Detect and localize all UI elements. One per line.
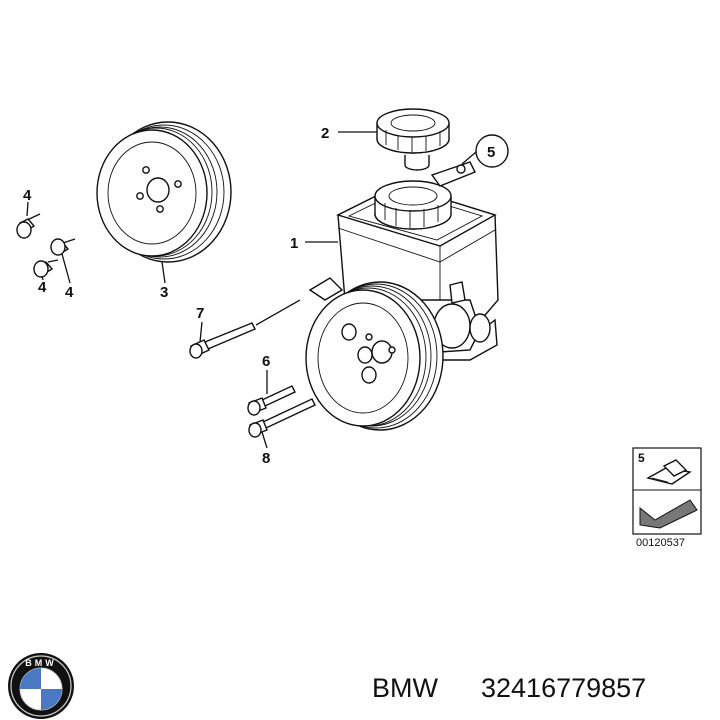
pulley-part-3 xyxy=(96,121,232,263)
callout-4-top: 4 xyxy=(23,187,32,204)
callout-8: 8 xyxy=(262,450,270,467)
part-number: 32416779857 xyxy=(481,673,646,703)
bolt-part-6 xyxy=(247,385,296,416)
bolt-part-4-left xyxy=(33,259,59,278)
callout-5-circle xyxy=(475,134,509,168)
reservoir-cap-part-2 xyxy=(376,108,450,171)
leader-8 xyxy=(261,431,268,449)
callout-4-left: 4 xyxy=(38,279,47,296)
callout-2: 2 xyxy=(321,125,329,142)
leader-4-right xyxy=(61,253,71,284)
bolt-part-4-top xyxy=(16,213,41,239)
pump-pulley xyxy=(305,281,444,431)
legend-code: 00120537 xyxy=(636,537,685,549)
bmw-logo-letters: BMW xyxy=(25,658,57,668)
leader-5 xyxy=(461,151,477,165)
leader-7 xyxy=(199,321,203,343)
pump-part-1 xyxy=(308,161,499,361)
brand-name: BMW xyxy=(372,673,439,703)
bolt-part-4-right xyxy=(50,238,76,256)
bmw-logo: BMW xyxy=(8,653,74,719)
callout-4-right: 4 xyxy=(65,284,74,301)
leader-4-top xyxy=(26,201,29,217)
callout-7: 7 xyxy=(196,305,204,322)
callout-1: 1 xyxy=(290,235,298,252)
leader-4-left xyxy=(41,275,44,281)
callout-6: 6 xyxy=(262,353,270,370)
legend-number: 5 xyxy=(638,451,645,465)
bolt-part-7 xyxy=(189,299,301,359)
leader-3 xyxy=(161,261,166,284)
callout-5: 5 xyxy=(487,144,495,161)
callout-3: 3 xyxy=(160,284,168,301)
legend-box: 5 00120537 xyxy=(632,447,702,549)
legend-arrow-icon xyxy=(639,499,698,529)
bolt-part-8 xyxy=(248,398,316,438)
